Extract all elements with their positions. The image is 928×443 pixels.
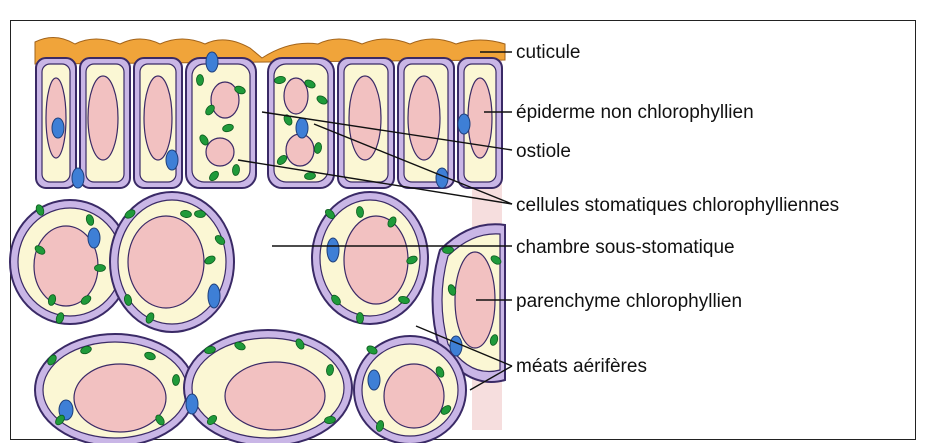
label-substomatal-chamber: chambre sous-stomatique [516, 237, 735, 258]
label-epidermis: épiderme non chlorophyllien [516, 102, 754, 123]
vacuole [128, 216, 204, 308]
nucleus [458, 114, 470, 134]
chloroplast [94, 264, 105, 271]
vacuole [225, 362, 325, 430]
chloroplast [194, 210, 205, 218]
vacuole [349, 76, 381, 160]
label-air-spaces: méats aérifères [516, 356, 647, 377]
nucleus [368, 370, 380, 390]
parenchyma-cells [10, 192, 505, 443]
nucleus [186, 394, 198, 414]
vacuole [88, 76, 118, 160]
nucleus [52, 118, 64, 138]
nucleus [88, 228, 100, 248]
vacuole [206, 138, 234, 166]
label-guard-cells: cellules stomatiques chlorophylliennes [516, 195, 839, 216]
vacuole [286, 134, 314, 166]
vacuole [344, 216, 408, 304]
chloroplast [197, 75, 204, 86]
chloroplast [172, 374, 180, 385]
vacuole [74, 364, 166, 432]
vacuole [284, 78, 308, 114]
epidermis-row [36, 52, 502, 188]
chloroplast [442, 246, 453, 254]
nucleus [206, 52, 218, 72]
nucleus [72, 168, 84, 188]
nucleus [296, 118, 308, 138]
nucleus [166, 150, 178, 170]
chloroplast [356, 312, 363, 323]
label-cuticle: cuticule [516, 42, 580, 63]
vacuole [144, 76, 172, 160]
label-ostiole: ostiole [516, 141, 571, 162]
label-parenchyma: parenchyme chlorophyllien [516, 291, 742, 312]
nucleus [208, 284, 220, 308]
vacuole [384, 364, 444, 428]
nucleus [327, 238, 339, 262]
vacuole [408, 76, 440, 160]
